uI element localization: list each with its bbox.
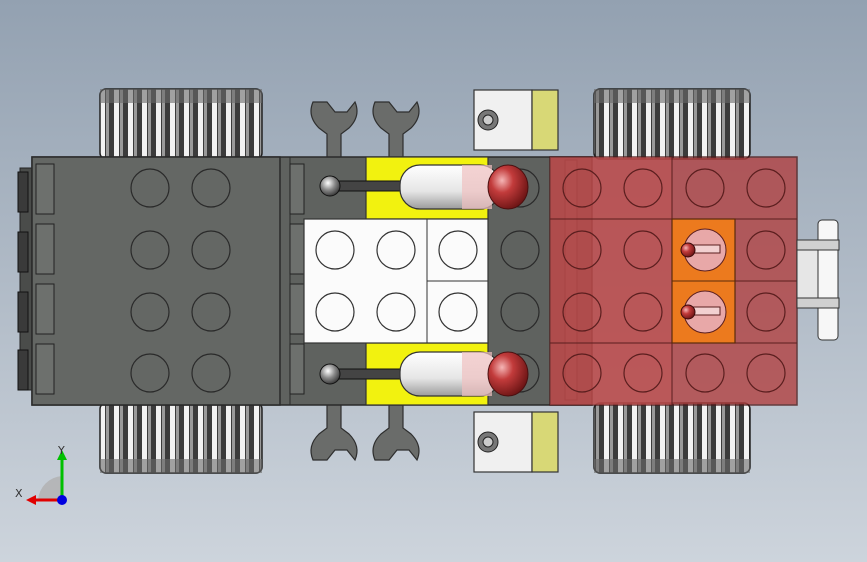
front-hitch[interactable] [796, 219, 840, 341]
wheel-rear-top[interactable] [99, 88, 263, 160]
headlight-top[interactable] [319, 164, 529, 210]
coordinate-triad: Y X [15, 444, 67, 505]
orange-control-tile[interactable] [671, 218, 736, 344]
fender-top[interactable] [473, 89, 559, 151]
white-bricks[interactable] [303, 218, 489, 344]
wheel-front-bottom[interactable] [593, 402, 751, 474]
wheel-front-top[interactable] [593, 88, 751, 160]
wheel-rear-bottom[interactable] [99, 402, 263, 474]
fender-bottom[interactable] [473, 411, 559, 473]
wrench-tools[interactable] [310, 100, 420, 462]
x-axis-label: X [15, 487, 23, 500]
headlight-bottom[interactable] [319, 351, 529, 397]
y-axis-label: Y [57, 444, 65, 457]
